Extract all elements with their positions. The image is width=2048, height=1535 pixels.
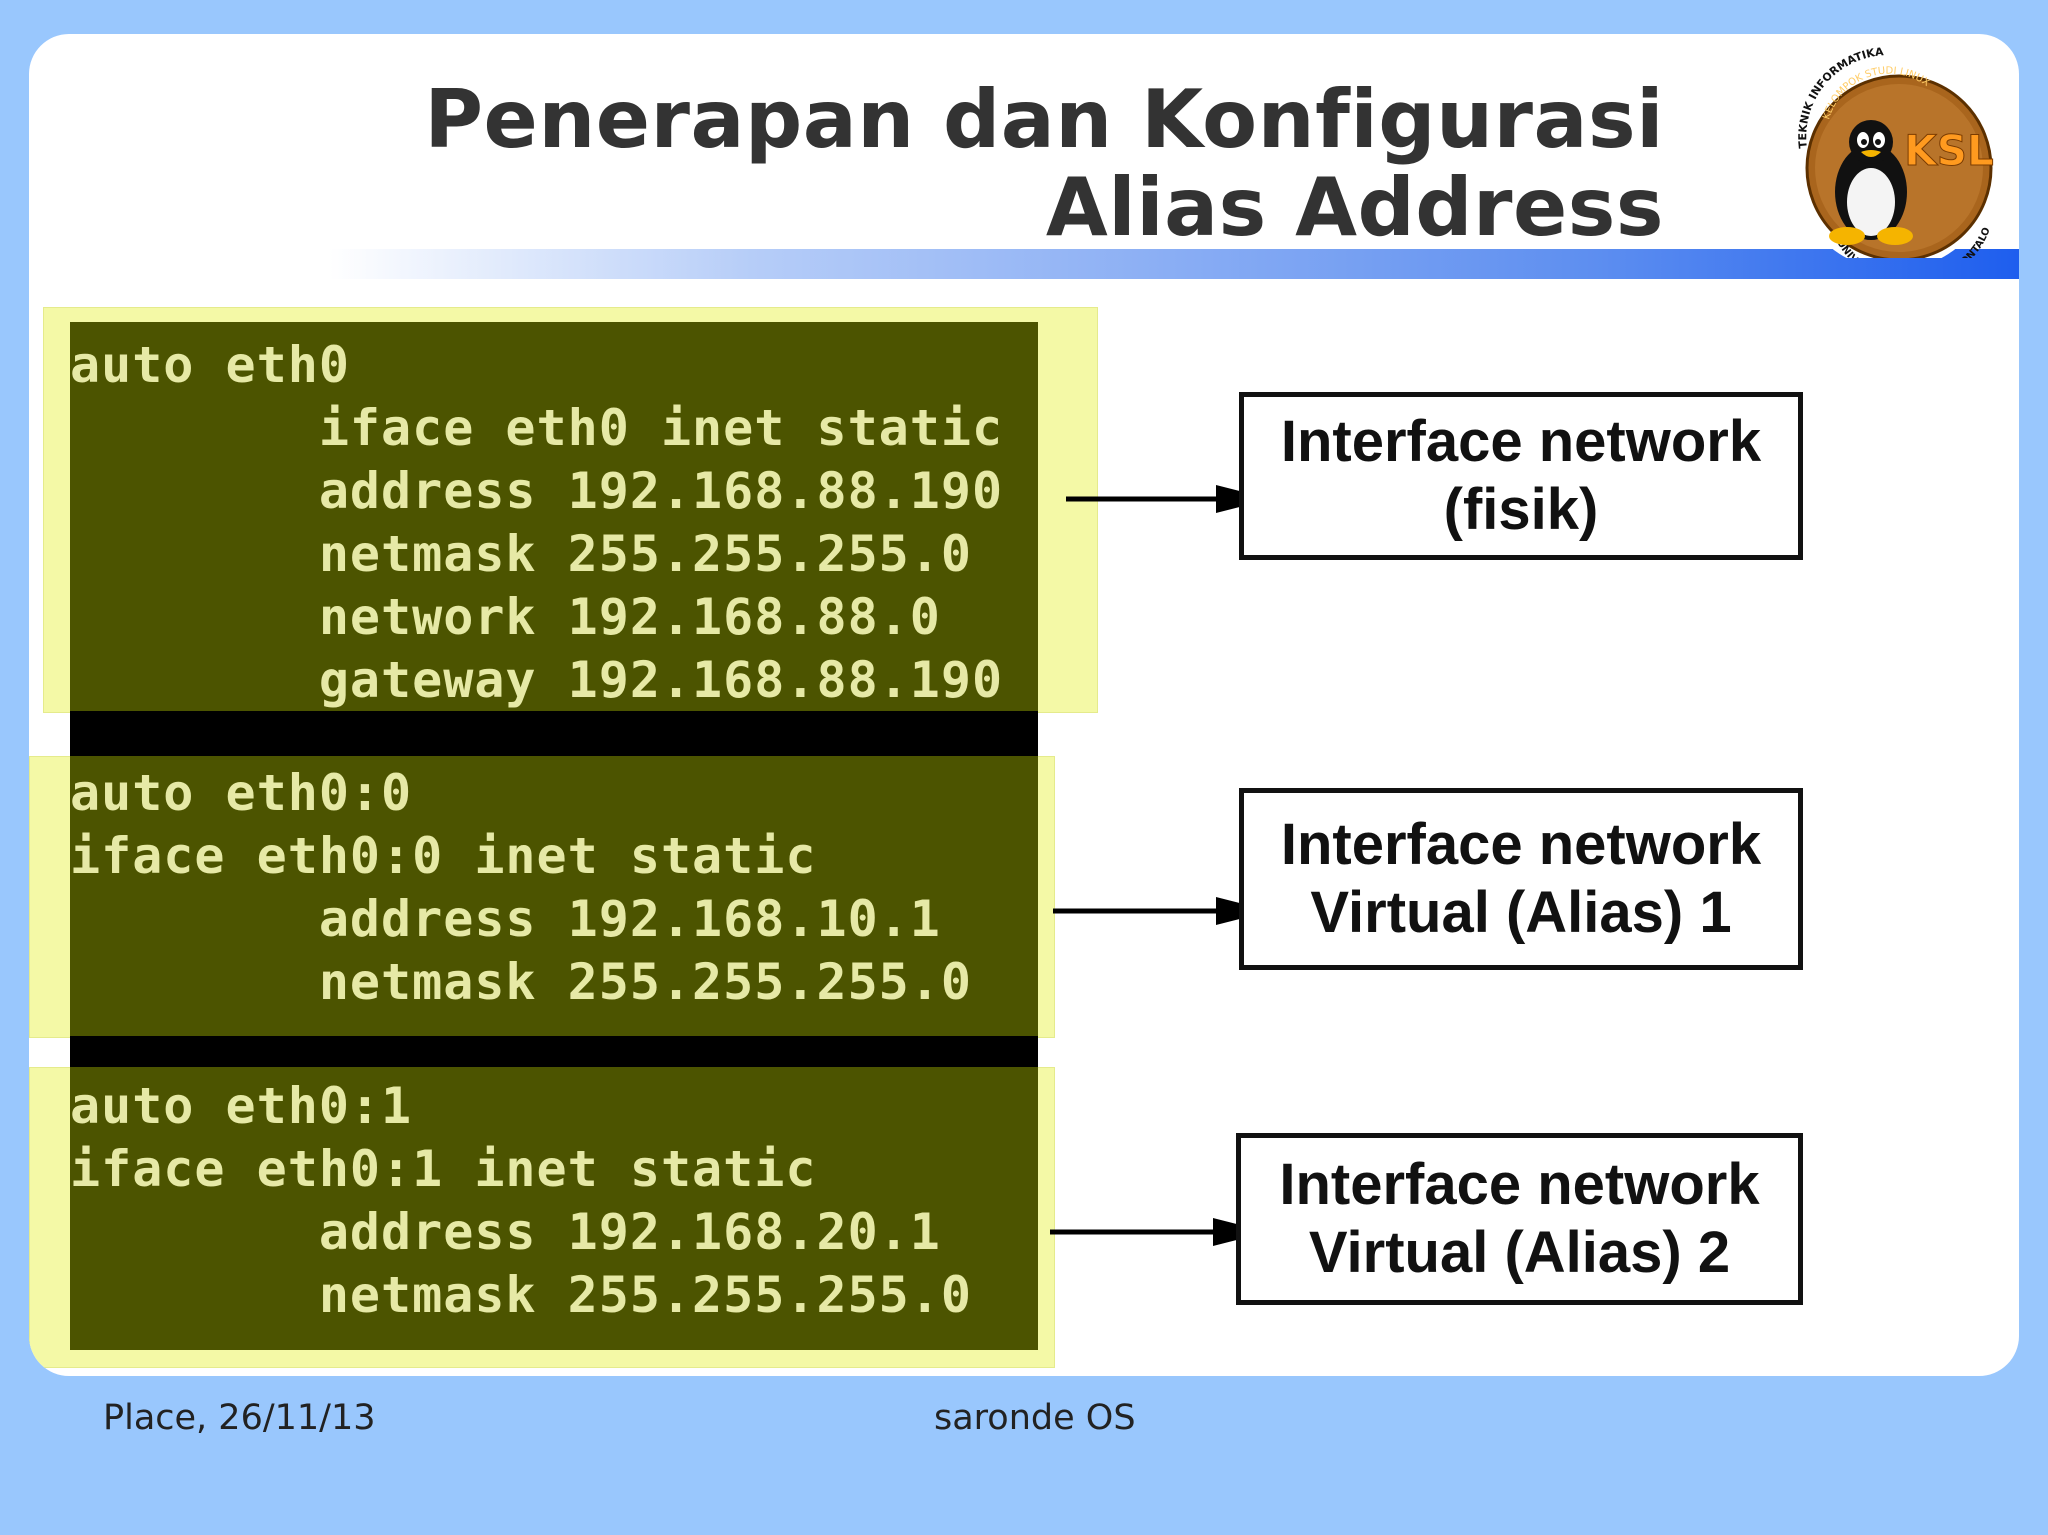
code-line: auto eth0 xyxy=(70,336,350,394)
config-block-eth0-1: auto eth0:1 iface eth0:1 inet static add… xyxy=(70,1067,1038,1350)
code-line: auto eth0:0 xyxy=(70,764,413,822)
code-line: address 192.168.20.1 xyxy=(70,1203,941,1261)
code-line: netmask 255.255.255.0 xyxy=(70,953,972,1011)
footer-center-text: saronde OS xyxy=(934,1398,1136,1438)
terminal-separator xyxy=(70,711,1038,756)
slide-title: Penerapan dan Konfigurasi Alias Address xyxy=(424,76,1664,252)
code-line: gateway 192.168.88.190 xyxy=(70,651,1004,709)
slide-card: Penerapan dan Konfigurasi Alias Address … xyxy=(29,34,2019,1376)
code-line: iface eth0:1 inet static xyxy=(70,1140,817,1198)
label-line: Virtual (Alias) 2 xyxy=(1308,1220,1731,1285)
label-virtual-alias-2: Interface network Virtual (Alias) 2 xyxy=(1236,1133,1803,1305)
terminal-separator xyxy=(70,1036,1038,1067)
footer-place-date: Place, 26/11/13 xyxy=(103,1398,376,1438)
label-line: Interface network xyxy=(1280,409,1762,474)
logo-brand-text: KSL xyxy=(1904,126,1994,175)
ksl-logo: TEKNIK INFORMATIKA UNIVERSITAS NEGERI GO… xyxy=(1794,45,1994,258)
title-line-2: Alias Address xyxy=(1045,161,1664,254)
config-block-eth0-0: auto eth0:0 iface eth0:0 inet static add… xyxy=(70,756,1038,1036)
code-line: netmask 255.255.255.0 xyxy=(70,1266,972,1324)
code-line: netmask 255.255.255.0 xyxy=(70,525,972,583)
code-line: iface eth0 inet static xyxy=(70,399,1004,457)
code-line: address 192.168.88.190 xyxy=(70,462,1004,520)
label-virtual-alias-1: Interface network Virtual (Alias) 1 xyxy=(1239,788,1803,970)
label-line: (fisik) xyxy=(1443,477,1599,542)
label-line: Virtual (Alias) 1 xyxy=(1310,880,1732,945)
title-underline-bar xyxy=(329,249,2019,279)
code-line: address 192.168.10.1 xyxy=(70,890,941,948)
code-line: iface eth0:0 inet static xyxy=(70,827,817,885)
code-line: network 192.168.88.0 xyxy=(70,588,941,646)
label-line: Interface network xyxy=(1280,812,1762,877)
config-block-eth0: auto eth0 iface eth0 inet static address… xyxy=(70,322,1038,711)
title-line-1: Penerapan dan Konfigurasi xyxy=(424,73,1664,166)
label-line: Interface network xyxy=(1279,1152,1760,1217)
label-physical-interface: Interface network (fisik) xyxy=(1239,392,1803,560)
code-line: auto eth0:1 xyxy=(70,1077,413,1135)
penguin-icon xyxy=(1829,120,1913,245)
